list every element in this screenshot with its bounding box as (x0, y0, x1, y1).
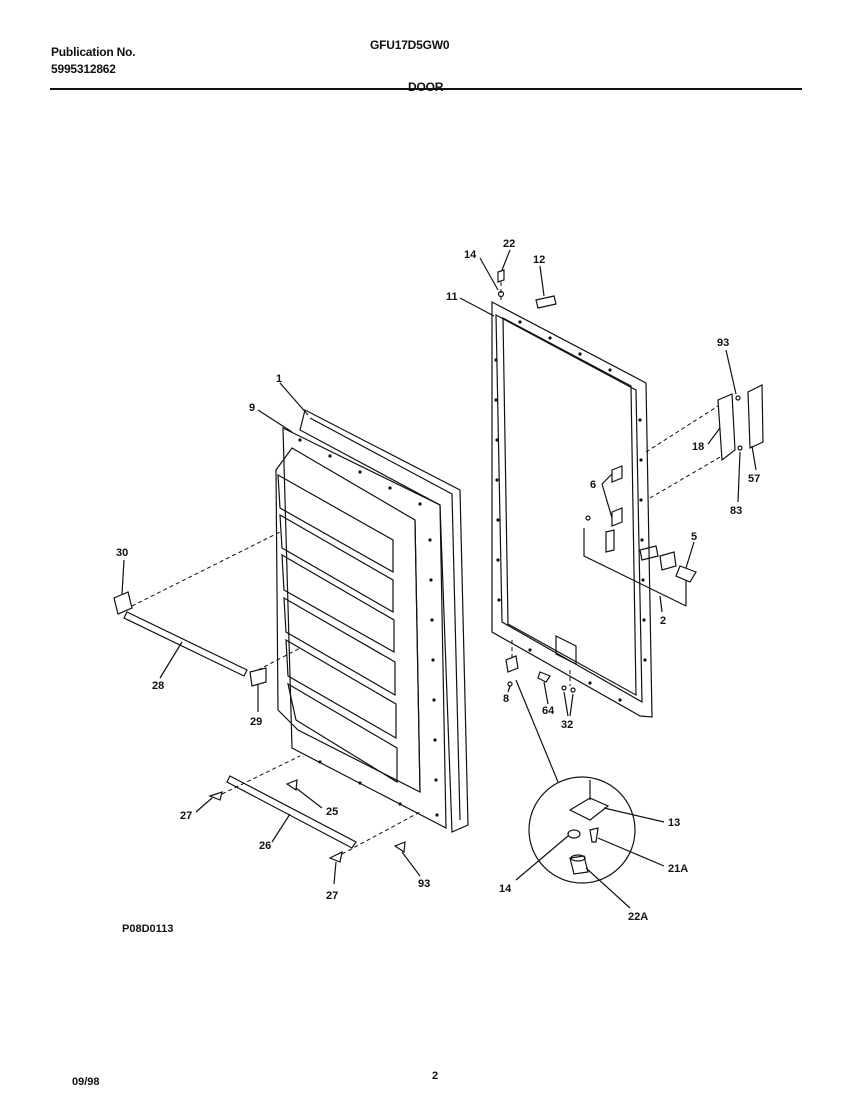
callout-5: 5 (691, 531, 697, 543)
callout-32: 32 (561, 719, 573, 731)
callout-2: 2 (660, 615, 666, 627)
callout-28: 28 (152, 680, 164, 692)
latch-parts (583, 465, 697, 607)
retainer-clip (113, 591, 133, 615)
screw-27-upper (208, 791, 223, 801)
publication-number: 5995312862 (51, 62, 116, 76)
callout-12: 12 (533, 254, 545, 266)
callout-14-detail: 14 (499, 883, 512, 895)
screw-83-handle (737, 445, 743, 451)
hinge-detail-circle (528, 776, 636, 884)
top-hinge-parts (497, 269, 557, 309)
plate-12 (535, 295, 557, 309)
door-panel-outline (491, 301, 653, 718)
callout-29: 29 (250, 716, 262, 728)
latch-5 (675, 565, 697, 583)
door-gasket-inner (309, 417, 461, 821)
callout-18: 18 (692, 441, 704, 453)
callout-27-upper: 27 (180, 810, 192, 822)
callout-26: 26 (259, 840, 271, 852)
latch-body (639, 545, 659, 561)
door-liner-edge (414, 519, 421, 793)
callout-64: 64 (542, 705, 555, 717)
callout-1: 1 (276, 373, 282, 385)
section-title: DOOR (408, 80, 444, 94)
liner-screw-holes (298, 438, 439, 817)
callout-11: 11 (446, 291, 458, 303)
callout-21A: 21A (668, 863, 688, 875)
callout-13: 13 (668, 817, 680, 829)
door-panel-opening (502, 316, 637, 697)
bracket-6-upper (611, 465, 623, 483)
callout-22A: 22A (628, 911, 648, 923)
callout-93-lower: 93 (418, 878, 430, 890)
screw-22-top (497, 269, 505, 283)
panel-screw-holes (494, 320, 647, 702)
part-64 (537, 671, 551, 683)
callout-30: 30 (116, 547, 128, 559)
retainer-end-cap (249, 667, 267, 687)
callout-6: 6 (590, 479, 596, 491)
screw-93-lower (393, 841, 406, 854)
screw-93-handle (735, 395, 741, 401)
callout-93-handle: 93 (717, 337, 729, 349)
leader-lines (121, 249, 757, 909)
callout-9: 9 (249, 402, 255, 414)
door-liner-cavity (275, 447, 421, 793)
latch-bracket-line (583, 528, 687, 607)
callout-8: 8 (503, 693, 509, 705)
callout-57: 57 (748, 473, 760, 485)
screw-25 (285, 779, 298, 792)
outer-door-panel (491, 301, 653, 718)
callout-22: 22 (503, 238, 515, 250)
page-number: 2 (432, 1070, 439, 1082)
bottom-hinge-parts (505, 640, 576, 783)
door-handle-parts (645, 384, 764, 499)
bracket-6-lower (611, 507, 623, 527)
callout-14-top: 14 (464, 249, 477, 261)
door-gasket (299, 409, 469, 833)
hinge-bracket-13 (568, 797, 610, 821)
latch-cam (659, 551, 677, 571)
diagram-code: P08D0113 (122, 923, 173, 935)
bushing-22A (569, 855, 589, 875)
door-liner-panel (282, 427, 447, 829)
pin-21A (589, 827, 599, 843)
publication-label: Publication No. (51, 45, 136, 59)
handle-bracket-18 (717, 393, 736, 462)
door-panel-notch (555, 635, 577, 665)
footer-date: 09/98 (72, 1076, 100, 1088)
shelf-retainer-bar (113, 531, 301, 687)
part-32-b (570, 687, 576, 693)
callout-25: 25 (326, 806, 338, 818)
washer-14-detail (567, 829, 581, 839)
door-shelves (277, 473, 398, 784)
door-liner-assembly (275, 409, 469, 833)
header-rule (50, 88, 802, 90)
callout-83: 83 (730, 505, 742, 517)
handle-57 (747, 384, 764, 449)
callout-27-lower: 27 (326, 890, 338, 902)
model-number: GFU17D5GW0 (370, 38, 450, 52)
screw-27-lower (328, 850, 343, 863)
door-panel-inner (495, 313, 643, 704)
callout-labels: 1 9 30 28 29 27 26 25 27 93 14 22 12 11 … (116, 238, 760, 923)
part-32-a (561, 685, 567, 691)
bottom-retainer-bar (208, 755, 421, 863)
